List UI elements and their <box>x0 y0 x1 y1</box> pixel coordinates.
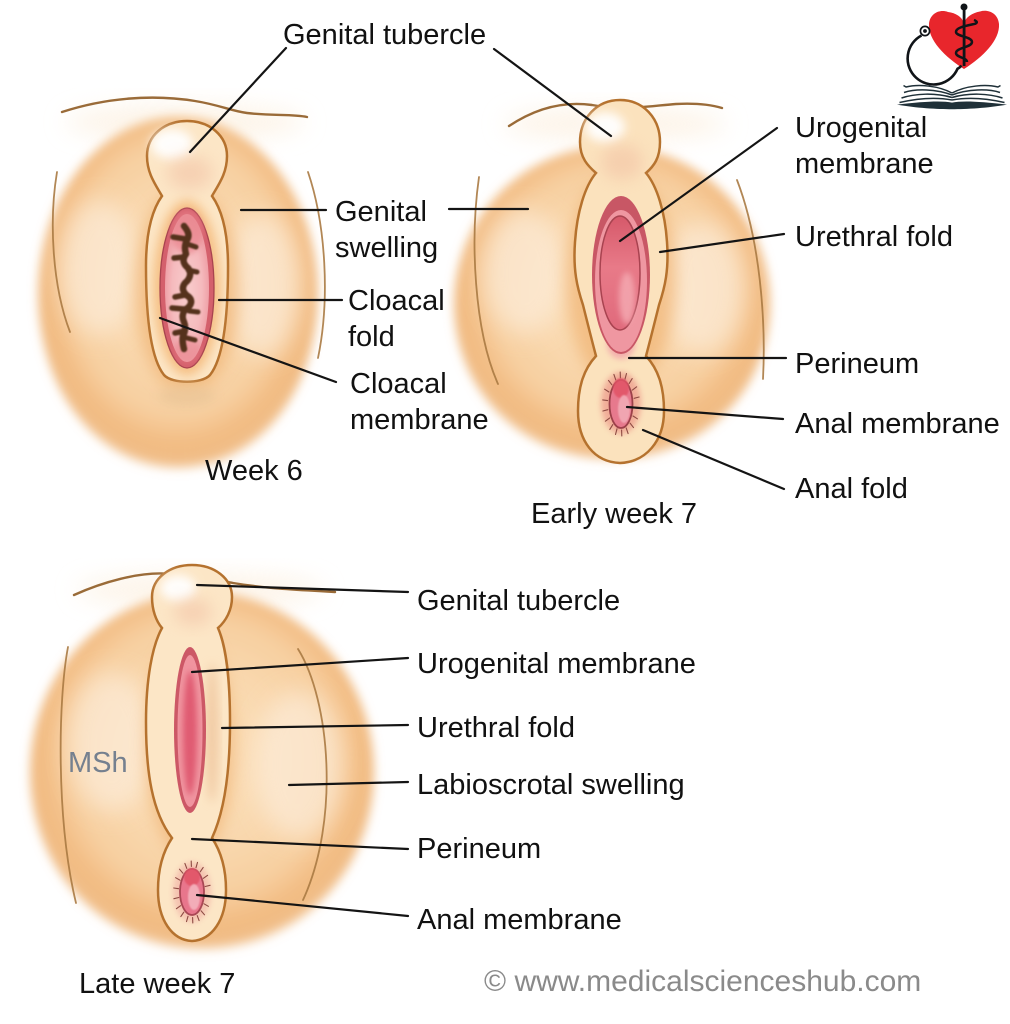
svg-text:Labioscrotal swelling: Labioscrotal swelling <box>417 769 685 801</box>
svg-text:Anal membrane: Anal membrane <box>417 904 622 936</box>
svg-text:Perineum: Perineum <box>417 833 541 865</box>
svg-text:Late week 7: Late week 7 <box>79 968 235 1000</box>
svg-text:© www.medicalscienceshub.com: © www.medicalscienceshub.com <box>484 965 921 998</box>
svg-text:Cloacal: Cloacal <box>348 285 445 317</box>
svg-text:Urethral fold: Urethral fold <box>417 712 575 744</box>
svg-text:Early week 7: Early week 7 <box>531 498 697 530</box>
svg-text:membrane: membrane <box>350 404 489 436</box>
svg-text:Week 6: Week 6 <box>205 455 303 487</box>
svg-text:Genital tubercle: Genital tubercle <box>417 585 620 617</box>
svg-text:MSh: MSh <box>68 747 128 779</box>
svg-text:Anal membrane: Anal membrane <box>795 408 1000 440</box>
svg-text:fold: fold <box>348 321 395 353</box>
svg-text:Genital tubercle: Genital tubercle <box>283 19 486 51</box>
svg-text:membrane: membrane <box>795 148 934 180</box>
svg-text:Urethral fold: Urethral fold <box>795 221 953 253</box>
svg-text:Urogenital membrane: Urogenital membrane <box>417 648 696 680</box>
svg-text:Urogenital: Urogenital <box>795 112 927 144</box>
svg-text:Anal fold: Anal fold <box>795 473 908 505</box>
svg-text:Perineum: Perineum <box>795 348 919 380</box>
svg-text:Genital: Genital <box>335 196 427 228</box>
svg-text:Cloacal: Cloacal <box>350 368 447 400</box>
svg-text:swelling: swelling <box>335 232 438 264</box>
